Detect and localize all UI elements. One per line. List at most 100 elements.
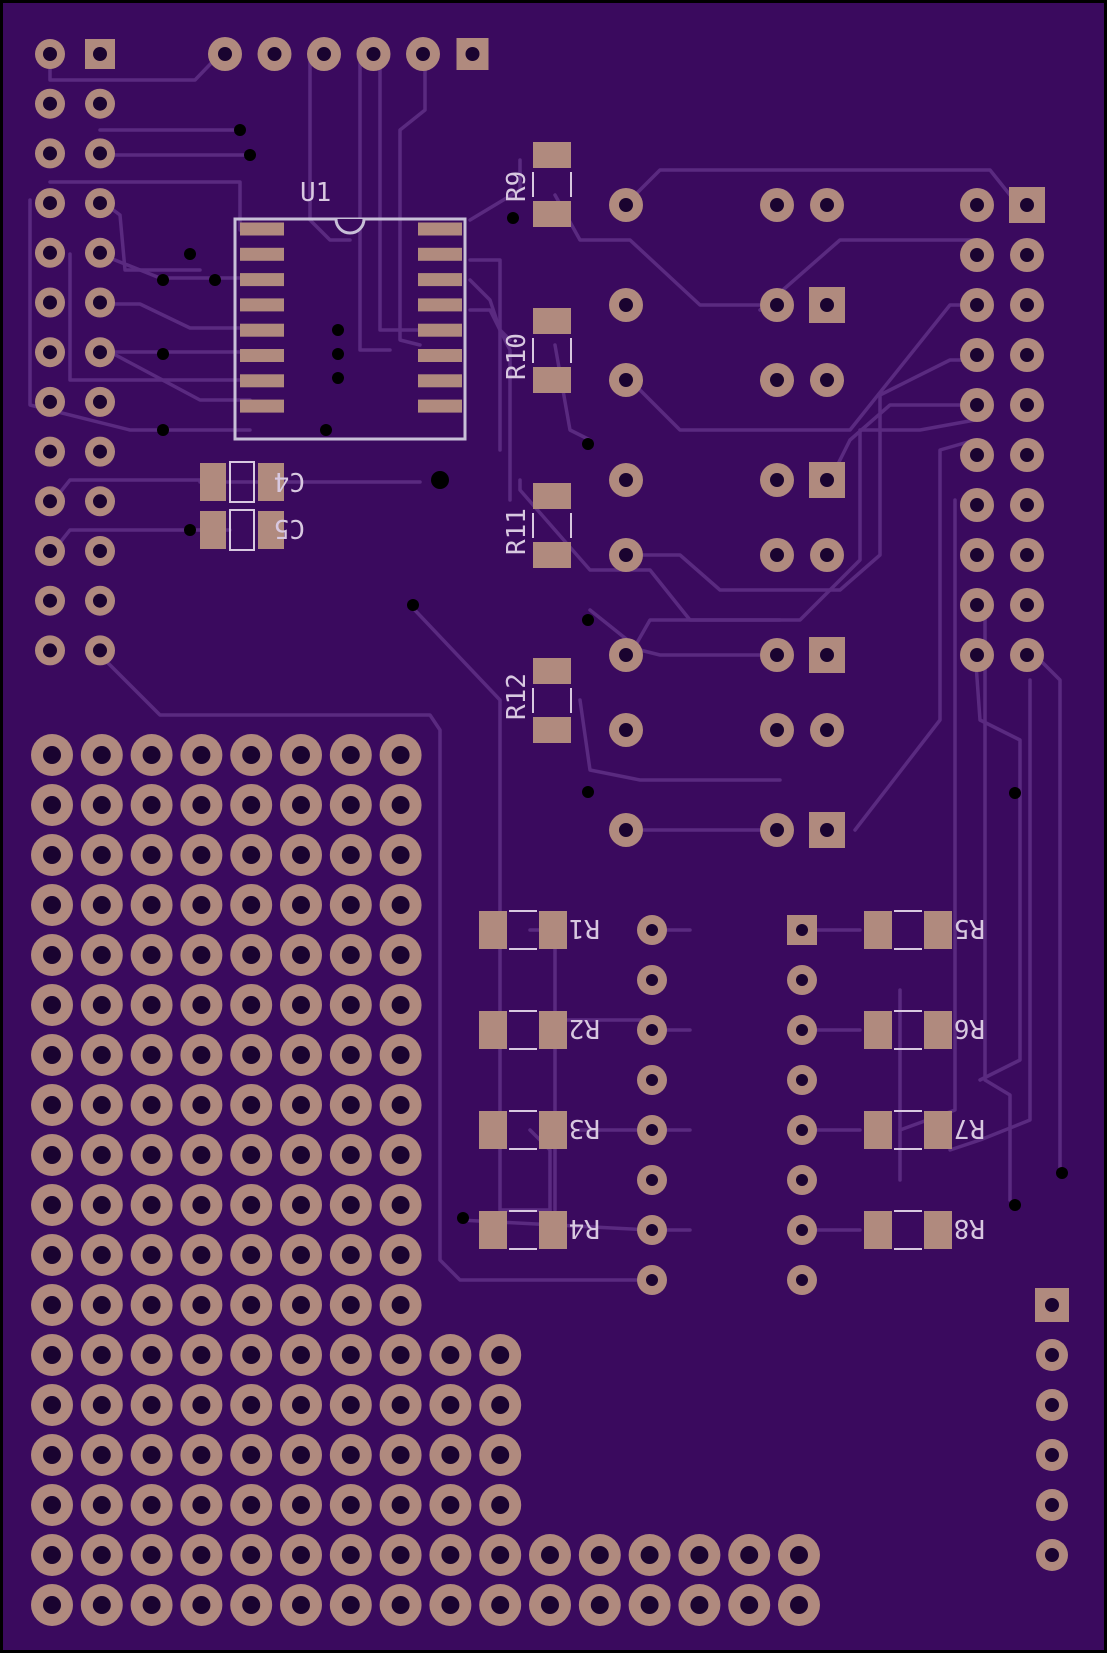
u1-pad	[418, 298, 462, 312]
r12-pad	[533, 658, 571, 684]
drill-hole	[92, 1446, 111, 1464]
drill-hole	[192, 996, 211, 1014]
u1-pad	[240, 247, 284, 261]
r8-pad	[864, 1211, 892, 1249]
drill-hole	[391, 996, 410, 1014]
u1-pad	[240, 222, 284, 236]
r7-pad	[864, 1111, 892, 1149]
drill-hole	[142, 1146, 161, 1164]
drill-hole	[43, 1546, 61, 1564]
drill-hole	[341, 1146, 360, 1164]
drill-hole	[43, 196, 57, 211]
drill-hole	[192, 946, 211, 964]
drill-hole	[441, 1496, 460, 1514]
trace	[468, 308, 512, 502]
via	[157, 424, 169, 436]
r1-pad	[479, 911, 507, 949]
drill-hole	[242, 896, 261, 914]
drill-hole	[441, 1546, 460, 1564]
u1-label: U1	[300, 178, 331, 208]
drill-hole	[92, 1146, 111, 1164]
u1-pad	[418, 273, 462, 287]
trace	[578, 698, 782, 782]
r9-label: R9	[502, 171, 532, 202]
drill-hole	[391, 1496, 410, 1514]
drill-hole	[192, 796, 211, 814]
drill-hole	[142, 946, 161, 964]
r1-label: R1	[569, 913, 600, 943]
drill-hole	[646, 974, 658, 986]
drill-hole	[1020, 498, 1034, 512]
drill-hole	[292, 996, 310, 1014]
drill-hole	[192, 1146, 211, 1164]
drill-hole	[142, 1296, 161, 1314]
drill-hole	[820, 373, 834, 387]
drill-hole	[491, 1546, 510, 1564]
drill-hole	[292, 1146, 310, 1164]
drill-hole	[970, 448, 984, 462]
drill-hole	[43, 544, 57, 558]
u1-pad	[240, 349, 284, 362]
drill-hole	[341, 846, 360, 864]
drill-hole	[391, 1296, 410, 1314]
trace	[398, 52, 427, 347]
drill-hole	[619, 723, 633, 737]
drill-hole	[796, 924, 808, 936]
drill-hole	[341, 1546, 360, 1564]
drill-hole	[93, 196, 107, 211]
drill-hole	[770, 198, 784, 212]
drill-hole	[770, 548, 784, 562]
drill-hole	[43, 1246, 61, 1264]
drill-hole	[292, 1046, 310, 1064]
r3-pad	[539, 1111, 567, 1149]
drill-hole	[43, 47, 57, 61]
r2-pad	[539, 1011, 567, 1049]
drill-hole	[590, 1546, 609, 1564]
r2-label: R2	[569, 1013, 600, 1043]
r4-pad	[479, 1211, 507, 1249]
drill-hole	[43, 146, 57, 161]
drill-hole	[341, 946, 360, 964]
via	[209, 274, 221, 286]
r10-label: R10	[502, 333, 532, 380]
drill-hole	[92, 1546, 111, 1564]
drill-hole	[43, 1396, 61, 1414]
drill-hole	[292, 896, 310, 914]
drill-hole	[820, 298, 834, 312]
drill-hole	[192, 1296, 211, 1314]
drill-hole	[43, 846, 61, 864]
drill-hole	[1020, 448, 1034, 462]
drill-hole	[43, 245, 57, 260]
r9-pad	[533, 142, 571, 168]
u1-pad	[240, 273, 284, 287]
drill-hole	[646, 924, 658, 936]
u1-pad	[418, 374, 462, 388]
drill-hole	[391, 1096, 410, 1114]
drill-hole	[192, 1096, 211, 1114]
drill-hole	[92, 946, 111, 964]
drill-hole	[341, 746, 360, 764]
r8-label: R8	[954, 1213, 985, 1243]
via	[582, 614, 594, 626]
u1-pad	[418, 349, 462, 362]
drill-hole	[142, 1246, 161, 1264]
via	[457, 1212, 469, 1224]
drill-hole	[491, 1346, 510, 1364]
drill-hole	[341, 1446, 360, 1464]
drill-hole	[292, 846, 310, 864]
drill-hole	[93, 643, 107, 658]
trace	[628, 168, 1012, 202]
drill-hole	[142, 896, 161, 914]
drill-hole	[1020, 348, 1034, 362]
drill-hole	[619, 198, 633, 212]
trace	[828, 403, 977, 482]
r11-label: R11	[502, 508, 532, 555]
drill-hole	[1045, 1348, 1059, 1362]
c4-pad	[200, 463, 226, 501]
r10-pad	[533, 308, 571, 334]
drill-hole	[796, 1224, 808, 1236]
drill-hole	[341, 1046, 360, 1064]
trace	[973, 648, 1022, 1082]
